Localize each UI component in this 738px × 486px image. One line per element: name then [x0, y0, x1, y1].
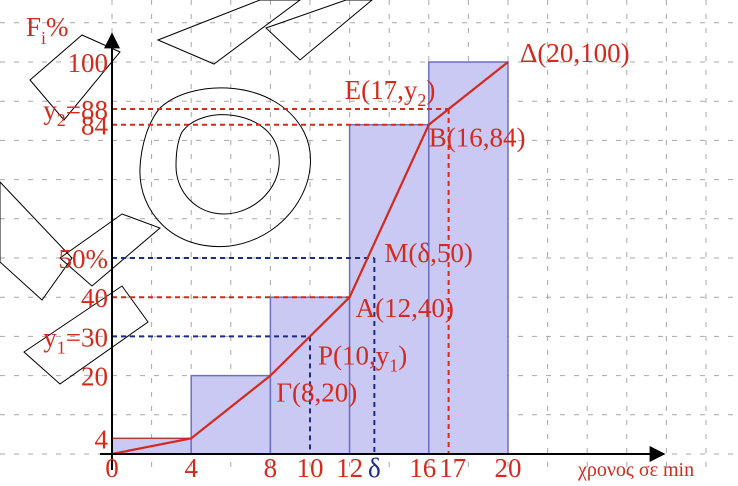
point-label: Γ(8,20) [276, 378, 357, 408]
x-tick-label: 16 [409, 453, 436, 483]
histogram-bar [428, 61, 509, 455]
y-tick-label: 4 [95, 424, 109, 454]
y-tick-label: 20 [81, 362, 108, 392]
point-label: A(12,40) [356, 293, 454, 323]
x-tick-label: 8 [264, 453, 278, 483]
axes [100, 32, 666, 470]
ogive-polyline [111, 61, 509, 456]
histogram-bar [190, 374, 272, 455]
x-tick-label: 0 [105, 453, 119, 483]
histogram-bar [348, 123, 430, 455]
y-tick-label: 84 [81, 111, 109, 141]
y-tick-label: y1=30 [43, 322, 108, 357]
x-tick-label: δ [368, 453, 381, 483]
x-tick-label: 10 [297, 453, 324, 483]
point-label: B(16,84) [429, 123, 526, 153]
y-tick-label: 50% [59, 244, 109, 274]
x-tick-label: 20 [495, 453, 522, 483]
point-labels: Γ(8,20)P(10,y1) A(12,40) M(δ,50) B(16,84) E(… [276, 38, 629, 408]
x-axis-label: χρονος σε min [577, 459, 694, 481]
point-label: Δ(20,100) [520, 38, 630, 68]
point-label: M(δ,50) [384, 238, 472, 268]
point-label: E(17,y2) [345, 75, 436, 110]
y-tick-label: y2=88 [43, 95, 108, 130]
watermark-logo [0, 0, 373, 385]
x-tick-label: 12 [336, 453, 363, 483]
x-tick-label: 17 [439, 453, 466, 483]
guide-lines [112, 108, 450, 454]
ogive-line [111, 61, 509, 456]
y-axis-label: Fi% [26, 12, 69, 48]
x-tick-label: 4 [184, 453, 198, 483]
y-tick-label: 40 [81, 283, 108, 313]
y-tick-label: 100 [68, 48, 109, 78]
point-label: P(10,y1) [318, 340, 407, 375]
